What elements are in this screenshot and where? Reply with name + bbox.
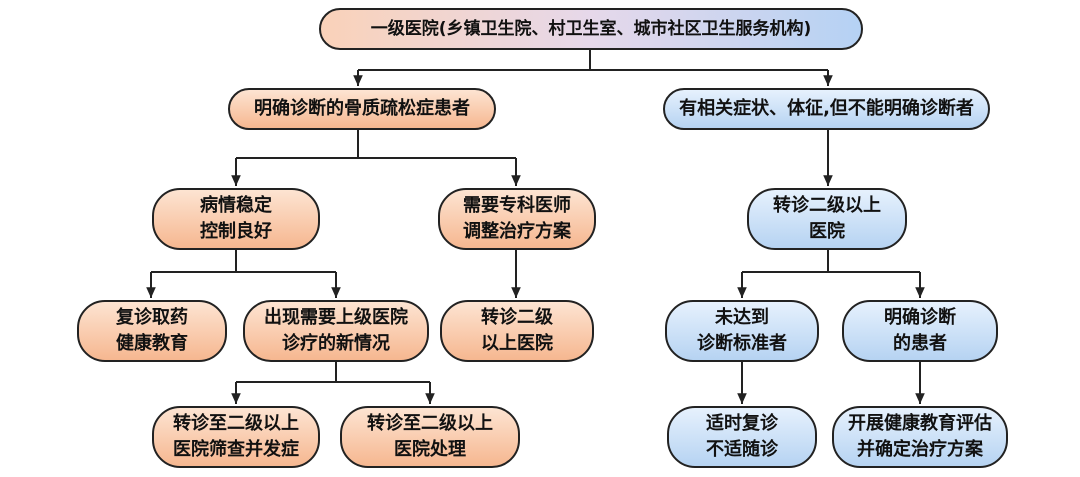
node-new-situation: 出现需要上级医院 诊疗的新情况 [243,300,429,362]
node-adjust-treatment: 需要专科医师 调整治疗方案 [438,188,596,250]
node-refer-level2-unclear: 转诊二级以上 医院 [747,188,907,250]
node-refer-level2-adjust: 转诊二级 以上医院 [440,300,594,362]
node-unclear-diagnosis: 有相关症状、体征,但不能明确诊断者 [663,88,990,130]
node-timely-follow-up: 适时复诊 不适随诊 [667,406,817,468]
node-refill-education: 复诊取药 健康教育 [77,300,227,362]
node-primary-hospital: 一级医院(乡镇卫生院、村卫生室、城市社区卫生服务机构) [319,8,863,50]
node-health-education-plan: 开展健康教育评估 并确定治疗方案 [832,406,1008,468]
node-refer-handling: 转诊至二级以上 医院处理 [340,406,520,468]
node-clear-diagnosis: 明确诊断的骨质疏松症患者 [228,88,496,130]
node-not-meet-criteria: 未达到 诊断标准者 [665,300,819,362]
node-screen-complications: 转诊至二级以上 医院筛查并发症 [152,406,320,468]
node-stable: 病情稳定 控制良好 [152,188,320,250]
node-diagnosed-patients: 明确诊断 的患者 [842,300,998,362]
